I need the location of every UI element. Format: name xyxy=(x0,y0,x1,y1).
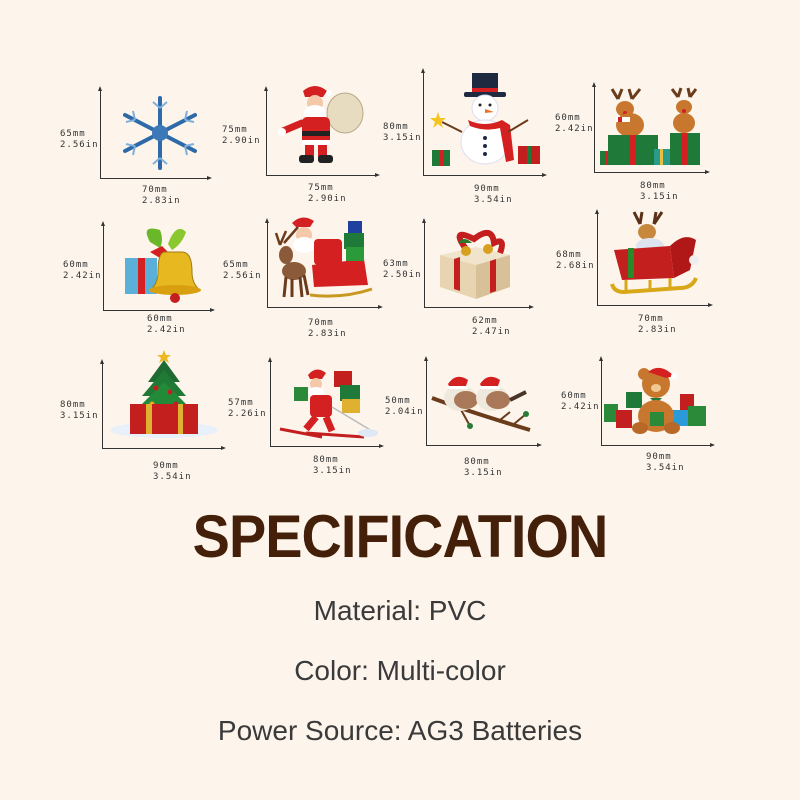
height-mm-label: 80mm xyxy=(383,122,409,132)
spec-color: Color: Multi-color xyxy=(294,655,506,686)
width-axis xyxy=(267,305,383,309)
height-mm-label: 60mm xyxy=(63,260,89,270)
width-mm-label: 90mm xyxy=(474,184,500,194)
width-in-label: 2.83in xyxy=(638,325,677,335)
height-mm-label: 65mm xyxy=(223,260,249,270)
width-in-label: 3.15in xyxy=(313,466,352,476)
height-axis xyxy=(100,359,104,448)
height-mm-label: 57mm xyxy=(228,398,254,408)
santa-icon xyxy=(278,86,364,163)
width-mm-label: 90mm xyxy=(153,461,179,471)
birds-branch-icon xyxy=(431,376,531,432)
height-axis xyxy=(599,356,603,445)
width-in-label: 3.15in xyxy=(464,468,503,478)
width-axis xyxy=(423,173,547,177)
height-in-label: 2.42in xyxy=(63,271,102,281)
width-in-label: 3.54in xyxy=(474,195,513,205)
snowman-icon xyxy=(430,73,540,166)
height-axis xyxy=(98,86,102,178)
bell-gift-icon xyxy=(125,228,202,303)
width-in-label: 2.83in xyxy=(308,329,347,339)
height-axis xyxy=(101,221,105,310)
height-mm-label: 63mm xyxy=(383,259,409,269)
height-axis xyxy=(424,356,428,445)
snowflake-icon xyxy=(123,96,197,170)
height-in-label: 2.90in xyxy=(222,136,261,146)
height-axis xyxy=(264,86,268,175)
height-axis xyxy=(265,218,269,307)
height-axis xyxy=(422,218,426,308)
santa-sleigh-icon xyxy=(274,217,373,298)
skiing-santa-icon xyxy=(279,369,378,439)
height-mm-label: 80mm xyxy=(60,400,86,410)
height-mm-label: 75mm xyxy=(222,125,248,135)
width-mm-label: 75mm xyxy=(308,183,334,193)
height-in-label: 2.56in xyxy=(223,271,262,281)
width-axis xyxy=(270,444,384,448)
width-axis xyxy=(103,308,215,312)
height-mm-label: 50mm xyxy=(385,396,411,406)
width-mm-label: 70mm xyxy=(142,185,168,195)
height-mm-label: 65mm xyxy=(60,129,86,139)
width-mm-label: 90mm xyxy=(646,452,672,462)
height-mm-label: 60mm xyxy=(561,391,587,401)
width-mm-label: 70mm xyxy=(638,314,664,324)
height-in-label: 2.50in xyxy=(383,270,422,280)
width-axis xyxy=(594,170,710,174)
width-axis xyxy=(266,173,380,177)
width-mm-label: 80mm xyxy=(464,457,490,467)
height-axis xyxy=(595,209,599,305)
height-in-label: 3.15in xyxy=(60,411,99,421)
height-axis xyxy=(421,68,425,175)
width-in-label: 3.54in xyxy=(153,472,192,482)
height-in-label: 2.04in xyxy=(385,407,424,417)
width-axis xyxy=(424,305,534,309)
teddy-bear-icon xyxy=(604,367,706,434)
width-axis xyxy=(100,176,212,180)
height-in-label: 2.68in xyxy=(556,261,595,271)
width-axis xyxy=(102,446,226,450)
reindeer-sleigh-icon xyxy=(610,211,699,295)
gift-box-icon xyxy=(440,230,510,299)
width-axis xyxy=(601,443,715,447)
height-in-label: 2.42in xyxy=(561,402,600,412)
height-mm-label: 60mm xyxy=(555,113,581,123)
height-axis xyxy=(268,357,272,446)
height-in-label: 2.42in xyxy=(555,124,594,134)
width-in-label: 3.54in xyxy=(646,463,685,473)
page-title: SPECIFICATION xyxy=(192,503,609,570)
width-mm-label: 70mm xyxy=(308,318,334,328)
width-in-label: 2.90in xyxy=(308,194,347,204)
width-in-label: 2.47in xyxy=(472,327,511,337)
width-mm-label: 80mm xyxy=(313,455,339,465)
christmas-tree-icon xyxy=(110,350,218,438)
height-in-label: 3.15in xyxy=(383,133,422,143)
width-mm-label: 60mm xyxy=(147,314,173,324)
width-in-label: 3.15in xyxy=(640,192,679,202)
width-axis xyxy=(426,443,542,447)
height-mm-label: 68mm xyxy=(556,250,582,260)
height-in-label: 2.26in xyxy=(228,409,267,419)
reindeer-gifts-icon xyxy=(600,87,700,165)
width-axis xyxy=(597,303,713,307)
height-axis xyxy=(592,82,596,172)
width-mm-label: 62mm xyxy=(472,316,498,326)
height-in-label: 2.56in xyxy=(60,140,99,150)
spec-power-source: Power Source: AG3 Batteries xyxy=(217,715,583,746)
width-in-label: 2.42in xyxy=(147,325,186,335)
width-in-label: 2.83in xyxy=(142,196,181,206)
width-mm-label: 80mm xyxy=(640,181,666,191)
spec-material: Material: PVC xyxy=(313,595,487,626)
